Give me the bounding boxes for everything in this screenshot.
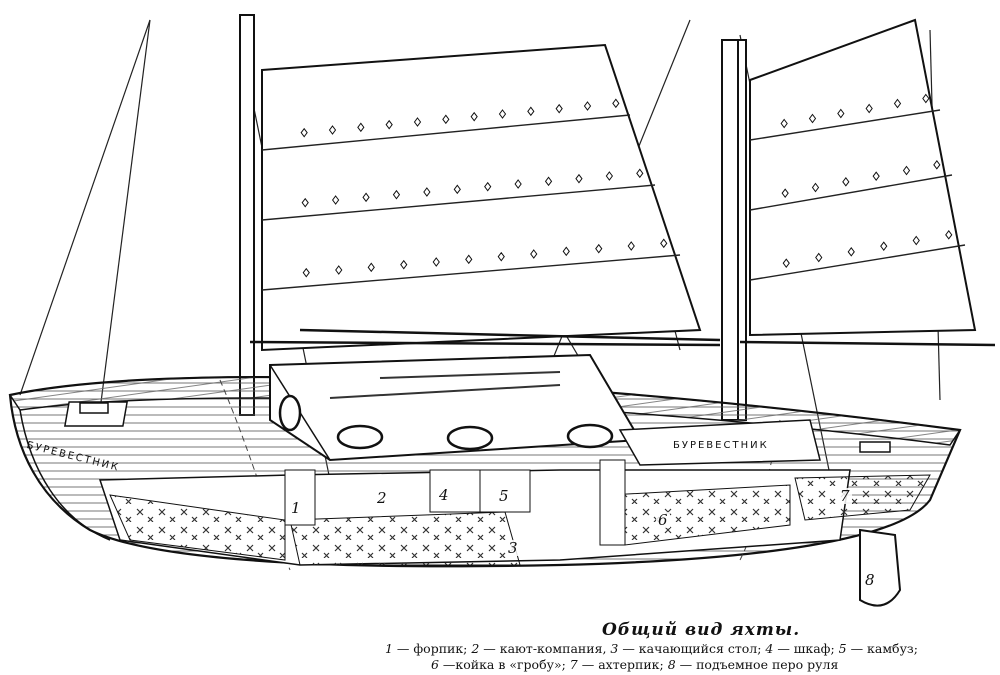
masts: [239, 14, 747, 421]
caption-title: Общий вид яхты.: [602, 620, 801, 640]
reef-point: [782, 258, 790, 269]
reef-point: [514, 179, 522, 189]
reef-point: [328, 125, 337, 135]
callout-6: 6: [656, 511, 670, 529]
reef-point: [453, 184, 461, 195]
reef-point: [781, 188, 789, 199]
reef-point: [922, 93, 930, 104]
legend-item-4: 4 — шкаф;: [765, 641, 839, 656]
interior-cutaway: [98, 459, 931, 566]
reef-point: [484, 181, 492, 192]
legend-item-3: 3 — качающийся стол;: [610, 641, 766, 656]
reef-point: [362, 192, 370, 203]
reef-point: [302, 267, 310, 278]
callout-2: 2: [375, 489, 389, 507]
callout-1: 1: [289, 499, 303, 517]
legend-item-6: 6 —койка в «гробу»;: [431, 657, 570, 672]
caption-legend: 1 — форпик; 2 — кают-компания, 3 — качаю…: [385, 641, 997, 673]
callout-5: 5: [497, 487, 511, 505]
legend-item-5: 5 — камбуз;: [838, 641, 918, 656]
reef-point: [300, 127, 308, 138]
main-sail: [261, 43, 702, 352]
reef-point: [636, 168, 644, 179]
callout-7: 7: [838, 487, 852, 505]
reef-point: [933, 159, 941, 170]
reef-point: [902, 165, 911, 176]
legend-row-1: 1 — форпик; 2 — кают-компания, 3 — качаю…: [385, 641, 997, 657]
reef-point: [385, 119, 393, 130]
reef-point: [612, 98, 620, 109]
reef-point: [555, 103, 563, 114]
reef-point: [465, 254, 473, 265]
reef-point: [530, 249, 538, 259]
reef-point: [893, 98, 902, 109]
reef-point: [811, 182, 820, 193]
callout-8: 8: [863, 571, 877, 589]
reef-point: [595, 243, 603, 254]
reef-point: [872, 171, 880, 182]
reef-point: [432, 257, 440, 267]
reef-point: [367, 262, 375, 273]
reef-point: [847, 246, 855, 257]
lifting-rudder: [859, 528, 902, 607]
legend-item-7: 7 — ахтерпик;: [569, 657, 668, 672]
reef-point: [583, 101, 592, 111]
reef-point: [575, 173, 583, 184]
reef-point: [842, 176, 850, 187]
reef-point: [527, 106, 535, 117]
callout-4: 4: [437, 486, 451, 504]
reef-point: [544, 176, 553, 187]
legend-item-8: 8 — подъемное перо руля: [667, 657, 839, 672]
portholes: [278, 394, 614, 451]
reef-point: [815, 252, 823, 263]
legend-row-2: 6 —койка в «гробу»; 7 — ахтерпик; 8 — по…: [385, 657, 997, 673]
reef-point: [660, 238, 668, 249]
callout-3: 3: [506, 539, 520, 557]
reef-point: [392, 189, 401, 200]
reef-point: [442, 114, 450, 125]
reef-point: [808, 113, 817, 124]
reef-point: [837, 108, 845, 119]
reef-point: [880, 241, 888, 252]
booms: [249, 328, 996, 347]
reef-point: [562, 246, 570, 257]
hull-name-cabin: БУРЕВЕСТНИК: [673, 440, 769, 451]
reef-point: [627, 241, 635, 251]
reef-point: [498, 109, 507, 119]
reef-point: [357, 122, 365, 133]
reef-point: [605, 171, 613, 181]
reef-point: [413, 117, 422, 127]
legend-item-1: 1 — форпик;: [385, 641, 472, 656]
reef-point: [780, 118, 788, 129]
reef-point: [400, 259, 408, 270]
mizzen-sail: [749, 18, 977, 337]
reef-point: [945, 229, 953, 240]
deck-fittings: [64, 401, 891, 453]
legend-item-2: 2 — кают-компания,: [471, 641, 611, 656]
reef-point: [335, 265, 343, 275]
reef-point: [470, 111, 478, 122]
reef-point: [865, 103, 873, 114]
reef-point: [497, 251, 505, 262]
reef-point: [301, 197, 309, 208]
reef-point: [332, 195, 340, 205]
reef-point: [912, 235, 920, 246]
reef-point: [423, 187, 431, 197]
